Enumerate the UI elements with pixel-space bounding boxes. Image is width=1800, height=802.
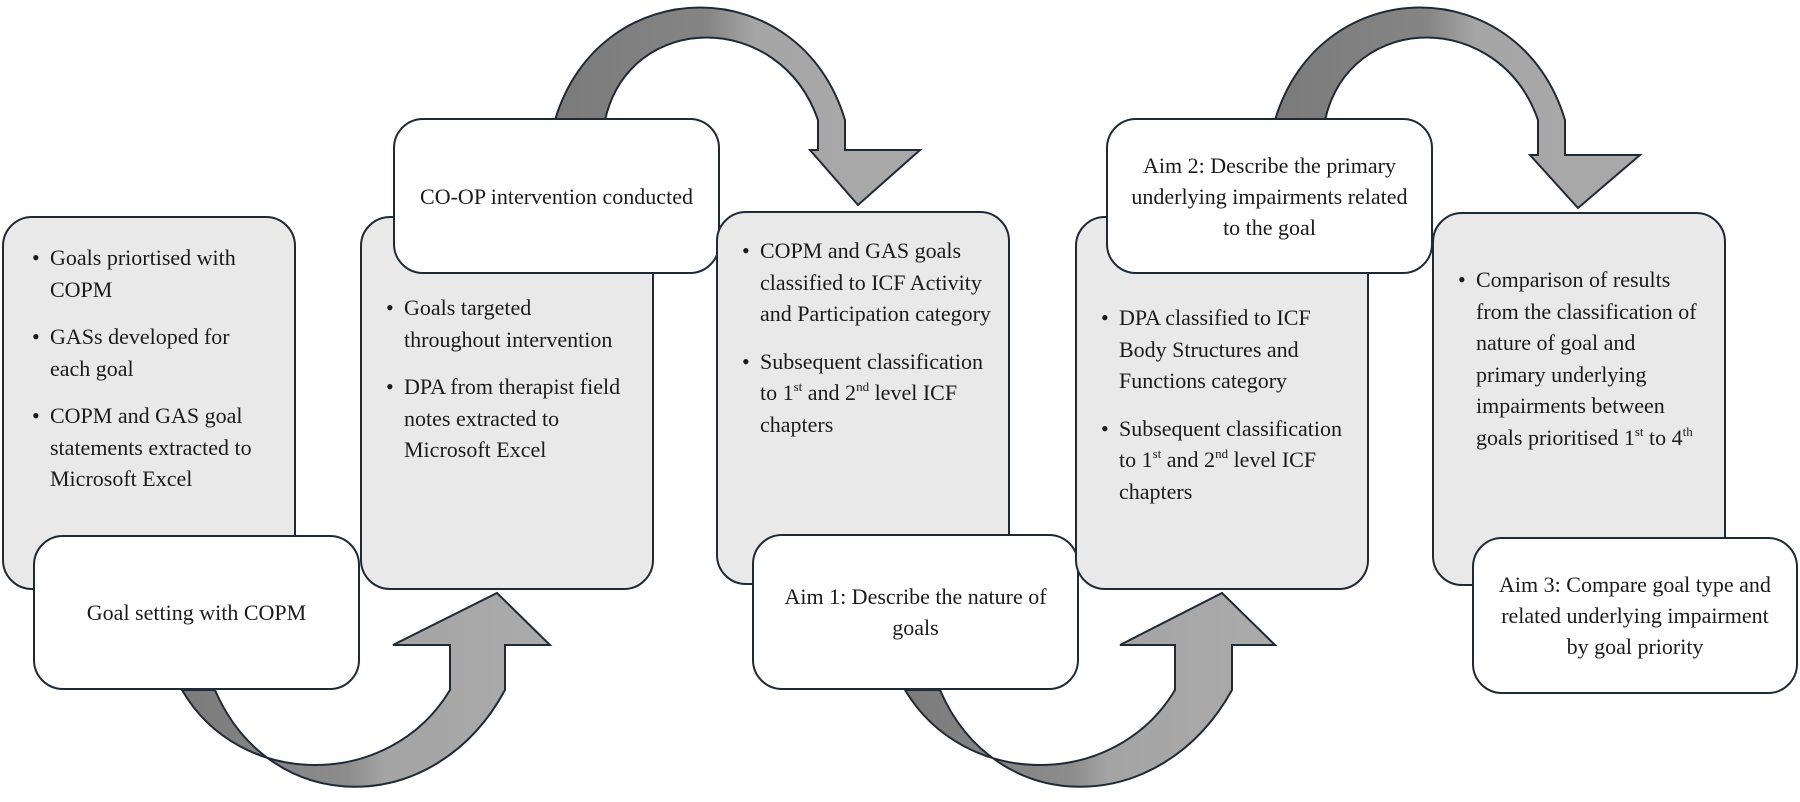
arrow-aim1-to-dpa: [903, 591, 1278, 788]
intervention-label-box: CO-OP intervention conducted: [393, 118, 720, 274]
intervention-label: CO-OP intervention conducted: [420, 183, 693, 209]
aim1-label-box: Aim 1: Describe the nature of goals: [752, 534, 1079, 690]
goal-setting-details-box: Goals priortised with COPM GASs develope…: [2, 216, 296, 590]
list-item: Subsequent classification to 1st and 2nd…: [742, 346, 992, 441]
aim2-label-box: Aim 2: Describe the primary underlying i…: [1106, 118, 1433, 274]
goal-classification-details-box: COPM and GAS goals classified to ICF Act…: [716, 211, 1010, 585]
aim1-label: Aim 1: Describe the nature of goals: [784, 584, 1047, 640]
intervention-details-box: Goals targeted throughout intervention D…: [360, 216, 654, 590]
aim3-label: Aim 3: Compare goal type and related und…: [1499, 572, 1771, 659]
impairment-classification-bullet-list: DPA classified to ICF Body Structures an…: [1101, 302, 1353, 507]
goal-classification-bullet-list: COPM and GAS goals classified to ICF Act…: [742, 235, 992, 440]
goal-setting-bullet-list: Goals priortised with COPM GASs develope…: [32, 242, 270, 495]
impairment-classification-details-box: DPA classified to ICF Body Structures an…: [1075, 216, 1369, 590]
aim2-label: Aim 2: Describe the primary underlying i…: [1131, 152, 1408, 240]
arrow-aim2-to-comparison: [1273, 6, 1643, 210]
list-item: COPM and GAS goal statements extracted t…: [32, 400, 270, 495]
list-item: Goals priortised with COPM: [32, 242, 270, 305]
list-item: Subsequent classification to 1st and 2nd…: [1101, 413, 1353, 508]
list-item: COPM and GAS goals classified to ICF Act…: [742, 235, 992, 330]
list-item: DPA from therapist field notes extracted…: [386, 371, 632, 466]
comparison-bullet-list: Comparison of results from the classific…: [1458, 264, 1710, 453]
list-item: DPA classified to ICF Body Structures an…: [1101, 302, 1353, 397]
goal-setting-label: Goal setting with COPM: [86, 600, 307, 625]
intervention-bullet-list: Goals targeted throughout intervention D…: [386, 292, 632, 466]
aim3-label-box: Aim 3: Compare goal type and related und…: [1472, 537, 1798, 694]
comparison-details-box: Comparison of results from the classific…: [1432, 212, 1726, 586]
list-item: GASs developed for each goal: [32, 321, 270, 384]
arrow-goal-setting-to-intervention: [180, 591, 553, 788]
arrow-intervention-to-classification: [553, 6, 923, 207]
list-item: Goals targeted throughout intervention: [386, 292, 632, 355]
list-item: Comparison of results from the classific…: [1458, 264, 1710, 453]
goal-setting-label-box: Goal setting with COPM: [33, 535, 360, 690]
